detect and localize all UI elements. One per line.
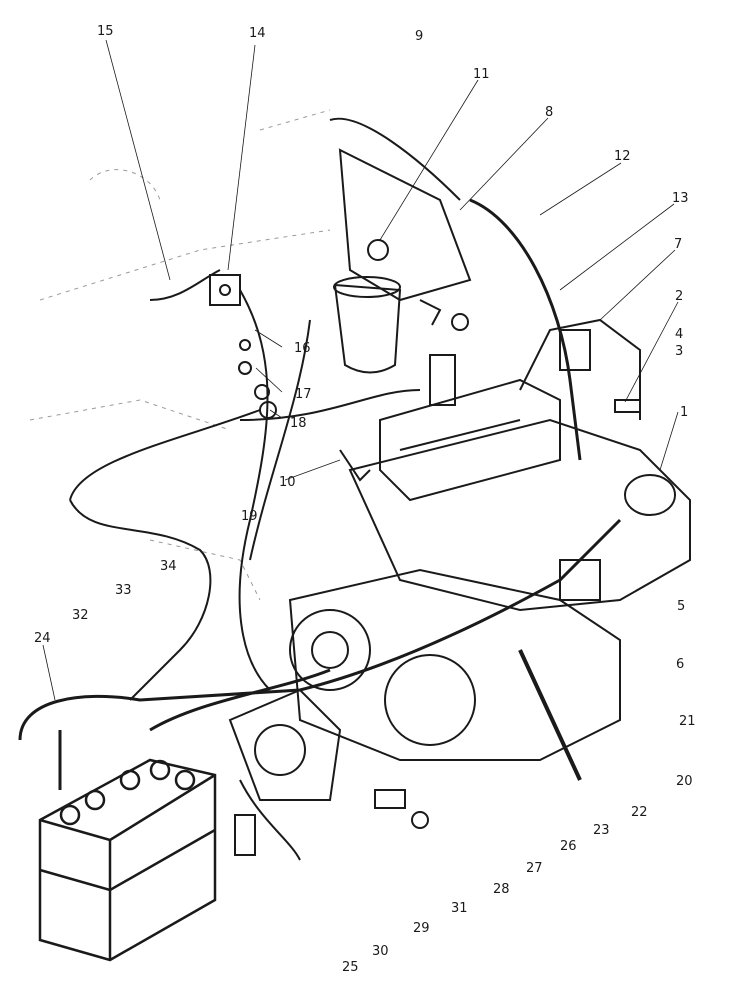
callout-32: 32 — [72, 608, 89, 623]
callout-12: 12 — [614, 149, 631, 164]
sender-units — [234, 399, 641, 856]
callout-11: 11 — [473, 67, 490, 82]
callout-28: 28 — [493, 882, 510, 897]
callout-16: 16 — [294, 341, 311, 356]
callout-labels: 1 2 3 4 5 6 7 8 9 10 11 12 13 14 15 16 1… — [34, 24, 696, 975]
callout-24: 24 — [34, 631, 51, 646]
callout-26: 26 — [560, 839, 577, 854]
callout-15: 15 — [97, 24, 114, 39]
callout-14: 14 — [249, 26, 266, 41]
callout-17: 17 — [295, 387, 312, 402]
callout-8: 8 — [545, 105, 553, 120]
callout-34: 34 — [160, 559, 177, 574]
callout-10: 10 — [279, 475, 296, 490]
callout-25: 25 — [342, 960, 359, 975]
callout-20: 20 — [676, 774, 693, 789]
callout-21: 21 — [679, 714, 696, 729]
callout-33: 33 — [115, 583, 132, 598]
callout-2: 2 — [675, 289, 683, 304]
callout-4: 4 — [675, 327, 683, 342]
callout-7: 7 — [674, 237, 682, 252]
switch-panel — [209, 274, 277, 419]
battery — [38, 758, 217, 962]
leader-lines — [42, 39, 679, 701]
callout-3: 3 — [675, 344, 683, 359]
callout-22: 22 — [631, 805, 648, 820]
wiring-harness — [18, 198, 622, 861]
callout-29: 29 — [413, 921, 430, 936]
callout-31: 31 — [451, 901, 468, 916]
callout-30: 30 — [372, 944, 389, 959]
tractor-outline-faint — [29, 109, 331, 601]
callout-9: 9 — [415, 29, 423, 44]
callout-6: 6 — [676, 657, 684, 672]
callout-1: 1 — [680, 405, 688, 420]
callout-23: 23 — [593, 823, 610, 838]
callout-5: 5 — [677, 599, 685, 614]
callout-19: 19 — [241, 509, 258, 524]
callout-13: 13 — [672, 191, 689, 206]
ignition-coil — [329, 117, 472, 374]
callout-18: 18 — [290, 416, 307, 431]
callout-27: 27 — [526, 861, 543, 876]
